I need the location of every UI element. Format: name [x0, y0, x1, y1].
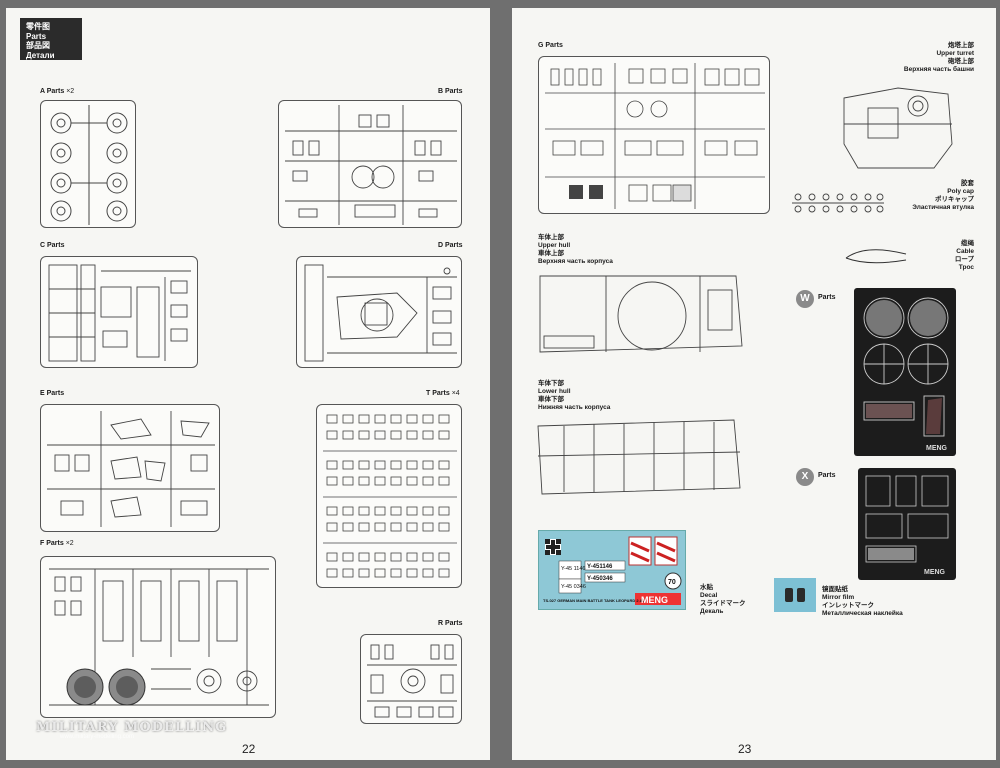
etch-w-drawing: MENG	[863, 297, 949, 452]
cable-label: 缆绳 Cable ロープ Трос	[954, 240, 974, 271]
w-parts-badge: W	[796, 290, 814, 308]
sprue-d	[296, 256, 462, 368]
sprue-a	[40, 100, 136, 228]
sprue-t-drawing	[323, 414, 457, 578]
sprue-d-drawing	[304, 264, 457, 362]
mirror-film-drawing	[785, 588, 805, 602]
header-ru: Детали	[26, 50, 55, 60]
poly-cap-label: 胶套 Poly cap ポリキャップ Эластичная втулка	[912, 180, 974, 211]
label-c-parts: C Parts	[40, 242, 65, 249]
etch-x-drawing: MENG	[865, 475, 949, 576]
upper-hull-label: 车体上部 Upper hull 車体上部 Верхняя часть корпу…	[538, 234, 613, 265]
label-e-parts: E Parts	[40, 390, 65, 397]
sprue-f-drawing	[49, 568, 269, 706]
lower-hull-drawing	[537, 419, 741, 495]
decal-brand: MENG	[641, 595, 668, 605]
sprue-r	[360, 634, 462, 724]
decal-speed-sign: 70	[668, 579, 676, 586]
sprue-e	[40, 404, 220, 532]
left-page: 零件图 Parts 部品図 Детали A Parts ×2 B Pa	[6, 8, 490, 760]
label-d-parts: D Parts	[438, 242, 463, 249]
mirror-film-sheet	[774, 578, 816, 612]
sprue-g	[538, 56, 770, 214]
page-number-right: 23	[738, 742, 752, 756]
mirror-film-label: 镜面贴纸 Mirror film インレットマーク Металлическая …	[822, 586, 903, 617]
parts-header: 零件图 Parts 部品図 Детали	[20, 18, 82, 60]
decal-plate-3: Y-45 0346	[561, 584, 586, 590]
decal-plate-1: Y-45 1146	[561, 566, 585, 572]
poly-cap-drawing	[792, 193, 884, 213]
sprue-c	[40, 256, 198, 368]
sprue-g-drawing	[545, 63, 765, 209]
label-g-parts: G Parts	[538, 42, 563, 49]
sprue-b-drawing	[285, 105, 457, 225]
sprue-f	[40, 556, 276, 718]
upper-turret-drawing	[843, 87, 953, 169]
decal-sheet: Y-45 1146 Y-451146 Y-45 0346 Y-450346 70…	[538, 530, 686, 610]
right-page: G Parts 炮塔上部 Upper turret 砲塔上部 Вер	[512, 8, 996, 760]
label-f-parts: F Parts ×2	[40, 540, 74, 547]
sprue-t	[316, 404, 462, 588]
label-a-parts: A Parts ×2	[40, 88, 75, 95]
sprue-e-drawing	[47, 411, 215, 527]
header-zh: 零件图	[26, 22, 50, 31]
etch-sheet-w: MENG	[854, 288, 956, 456]
decal-sheet-drawing: Y-45 1146 Y-451146 Y-45 0346 Y-450346 70…	[543, 536, 682, 605]
sprue-r-drawing	[367, 644, 457, 718]
sprue-c-drawing	[48, 264, 191, 362]
decal-plate-4: Y-450346	[587, 576, 613, 582]
cable-drawing	[845, 249, 907, 264]
decal-plate-2: Y-451146	[587, 564, 613, 570]
label-w-parts: Parts	[818, 294, 836, 301]
decal-label: 水贴 Decal スライドマーク Декаль	[700, 584, 746, 615]
upper-hull-drawing	[539, 275, 743, 353]
watermark-text: MILITARY MODELLING	[36, 720, 228, 735]
label-t-parts: T Parts ×4	[426, 390, 460, 397]
label-r-parts: R Parts	[438, 620, 463, 627]
header-ja: 部品図	[26, 41, 50, 50]
etch-w-brand: MENG	[926, 445, 948, 452]
page-number-left: 22	[242, 742, 256, 756]
lower-hull-label: 车体下部 Lower hull 車体下部 Нижняя часть корпус…	[538, 380, 611, 411]
label-b-parts: B Parts	[438, 88, 463, 95]
etch-sheet-x: MENG	[858, 468, 956, 580]
watermark-subtext: www.military-modelling.com	[60, 734, 135, 740]
sprue-a-drawing	[50, 105, 128, 225]
header-en: Parts	[26, 31, 47, 41]
sprue-b	[278, 100, 462, 228]
decal-caption: TS-027 GERMAN MAIN BATTLE TANK LEOPARD 2…	[543, 598, 645, 603]
label-x-parts: Parts	[818, 472, 836, 479]
upper-turret-label: 炮塔上部 Upper turret 砲塔上部 Верхняя часть баш…	[903, 42, 974, 73]
x-parts-badge: X	[796, 468, 814, 486]
etch-x-brand: MENG	[924, 569, 946, 576]
